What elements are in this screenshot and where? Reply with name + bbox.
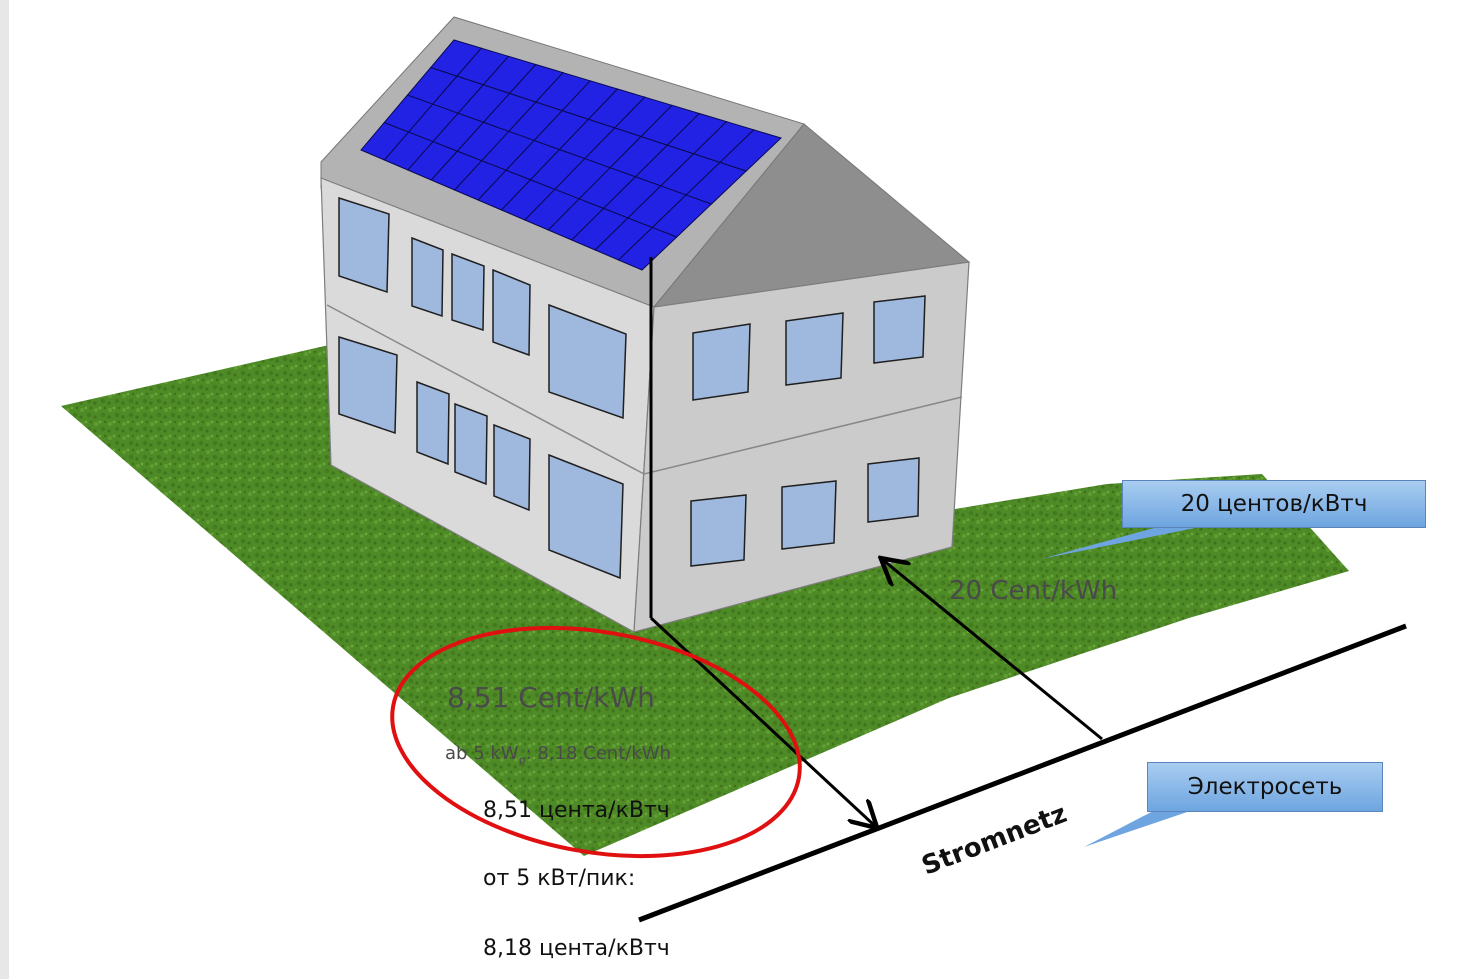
feed-in-rate-above-translation: 8,18 цента/кВтч bbox=[483, 936, 670, 961]
window bbox=[338, 335, 398, 435]
window bbox=[451, 252, 485, 332]
highlight-ellipse bbox=[390, 625, 802, 859]
solar-panel bbox=[719, 129, 782, 172]
above-threshold-translation: от 5 кВт/пик: bbox=[483, 866, 636, 891]
callout-price-translation: 20 центов/кВтч bbox=[1122, 480, 1426, 528]
window bbox=[454, 402, 488, 486]
window bbox=[873, 295, 926, 364]
window bbox=[411, 236, 444, 318]
window bbox=[493, 423, 531, 512]
floor-divider bbox=[326, 304, 963, 475]
window bbox=[690, 494, 747, 567]
window bbox=[548, 303, 627, 420]
window bbox=[781, 480, 837, 550]
power-grid-line bbox=[638, 623, 1407, 923]
solar-panel-array bbox=[360, 39, 782, 271]
windows bbox=[338, 196, 926, 580]
consumption-arrow bbox=[883, 560, 1103, 741]
slide: Stromnetz 20 Cent/kWh 8,51 Cent/kWh ab 5… bbox=[9, 0, 1479, 979]
callout-pointer-price bbox=[1041, 528, 1195, 559]
window bbox=[492, 268, 531, 357]
feed-in-rate-label: 8,51 Cent/kWh bbox=[447, 681, 655, 714]
feed-in-rate-translation: 8,51 цента/кВтч bbox=[483, 798, 670, 823]
window bbox=[416, 380, 450, 466]
window bbox=[785, 312, 844, 386]
grid-label: Stromnetz bbox=[918, 799, 1071, 882]
window bbox=[867, 457, 920, 523]
callout-pointer-grid bbox=[1084, 808, 1199, 847]
window bbox=[548, 453, 624, 580]
feed-in-rate-above-label: ab 5 kWp: 8,18 Cent/kWh bbox=[445, 743, 671, 767]
house-diagram: Stromnetz bbox=[61, 16, 1407, 923]
consumption-price-label: 20 Cent/kWh bbox=[949, 576, 1118, 606]
callout-grid-translation: Электросеть bbox=[1147, 762, 1383, 812]
window bbox=[692, 323, 751, 401]
window bbox=[338, 196, 390, 294]
